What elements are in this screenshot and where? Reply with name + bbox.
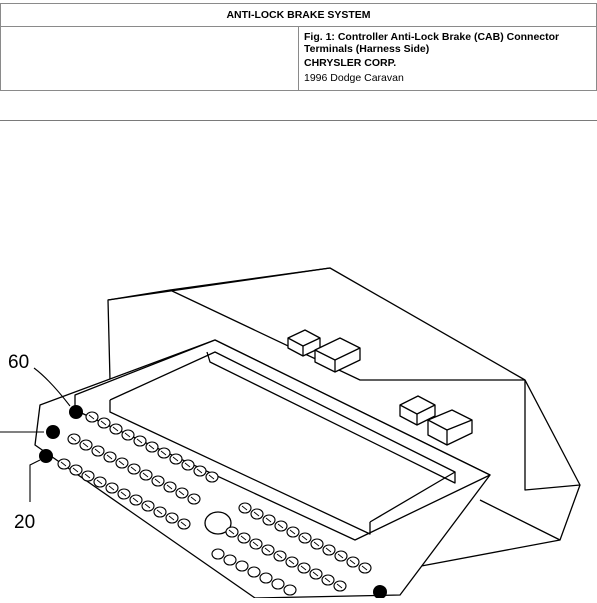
pin-40-marker xyxy=(46,425,60,439)
top-face-rail xyxy=(206,351,456,484)
top-face-ridge-front xyxy=(109,400,371,535)
system-title: ANTI-LOCK BRAKE SYSTEM xyxy=(0,3,597,27)
header-divider xyxy=(0,120,597,121)
terminal-row-2 xyxy=(67,433,201,505)
terminal-pin-marks xyxy=(60,414,368,589)
vehicle-model: 1996 Dodge Caravan xyxy=(304,72,404,84)
callout-leaders xyxy=(0,367,71,502)
connector-figure: 60 20 xyxy=(0,240,597,599)
latch-tab-2 xyxy=(314,337,361,373)
pin-1-marker xyxy=(373,585,387,599)
marker-pins xyxy=(39,405,387,599)
housing-inner-edge xyxy=(479,499,561,541)
housing-ridge xyxy=(169,289,525,381)
callout-label-60: 60 xyxy=(8,352,29,373)
pin-60-marker xyxy=(69,405,83,419)
housing-side-edge xyxy=(524,380,581,491)
figure-info-cell: Fig. 1: Controller Anti-Lock Brake (CAB)… xyxy=(298,26,597,91)
figure-title: Fig. 1: Controller Anti-Lock Brake (CAB)… xyxy=(304,31,560,55)
latch-tab-3 xyxy=(399,395,436,426)
top-face-inner-ridge xyxy=(109,351,456,523)
manufacturer: CHRYSLER CORP. xyxy=(304,57,397,69)
header-blank-cell xyxy=(0,26,299,91)
pin-20-marker xyxy=(39,449,53,463)
leader-20 xyxy=(29,459,41,502)
terminal-row-right-3 xyxy=(211,548,297,596)
document-header: ANTI-LOCK BRAKE SYSTEM Fig. 1: Controlle… xyxy=(0,3,597,91)
latch-tab-4 xyxy=(427,409,473,446)
terminal-row-3 xyxy=(57,458,191,530)
callout-label-20: 20 xyxy=(14,512,35,533)
center-key-hole xyxy=(204,511,232,535)
leader-60 xyxy=(33,367,71,407)
connector-illustration: 60 20 xyxy=(0,267,581,599)
